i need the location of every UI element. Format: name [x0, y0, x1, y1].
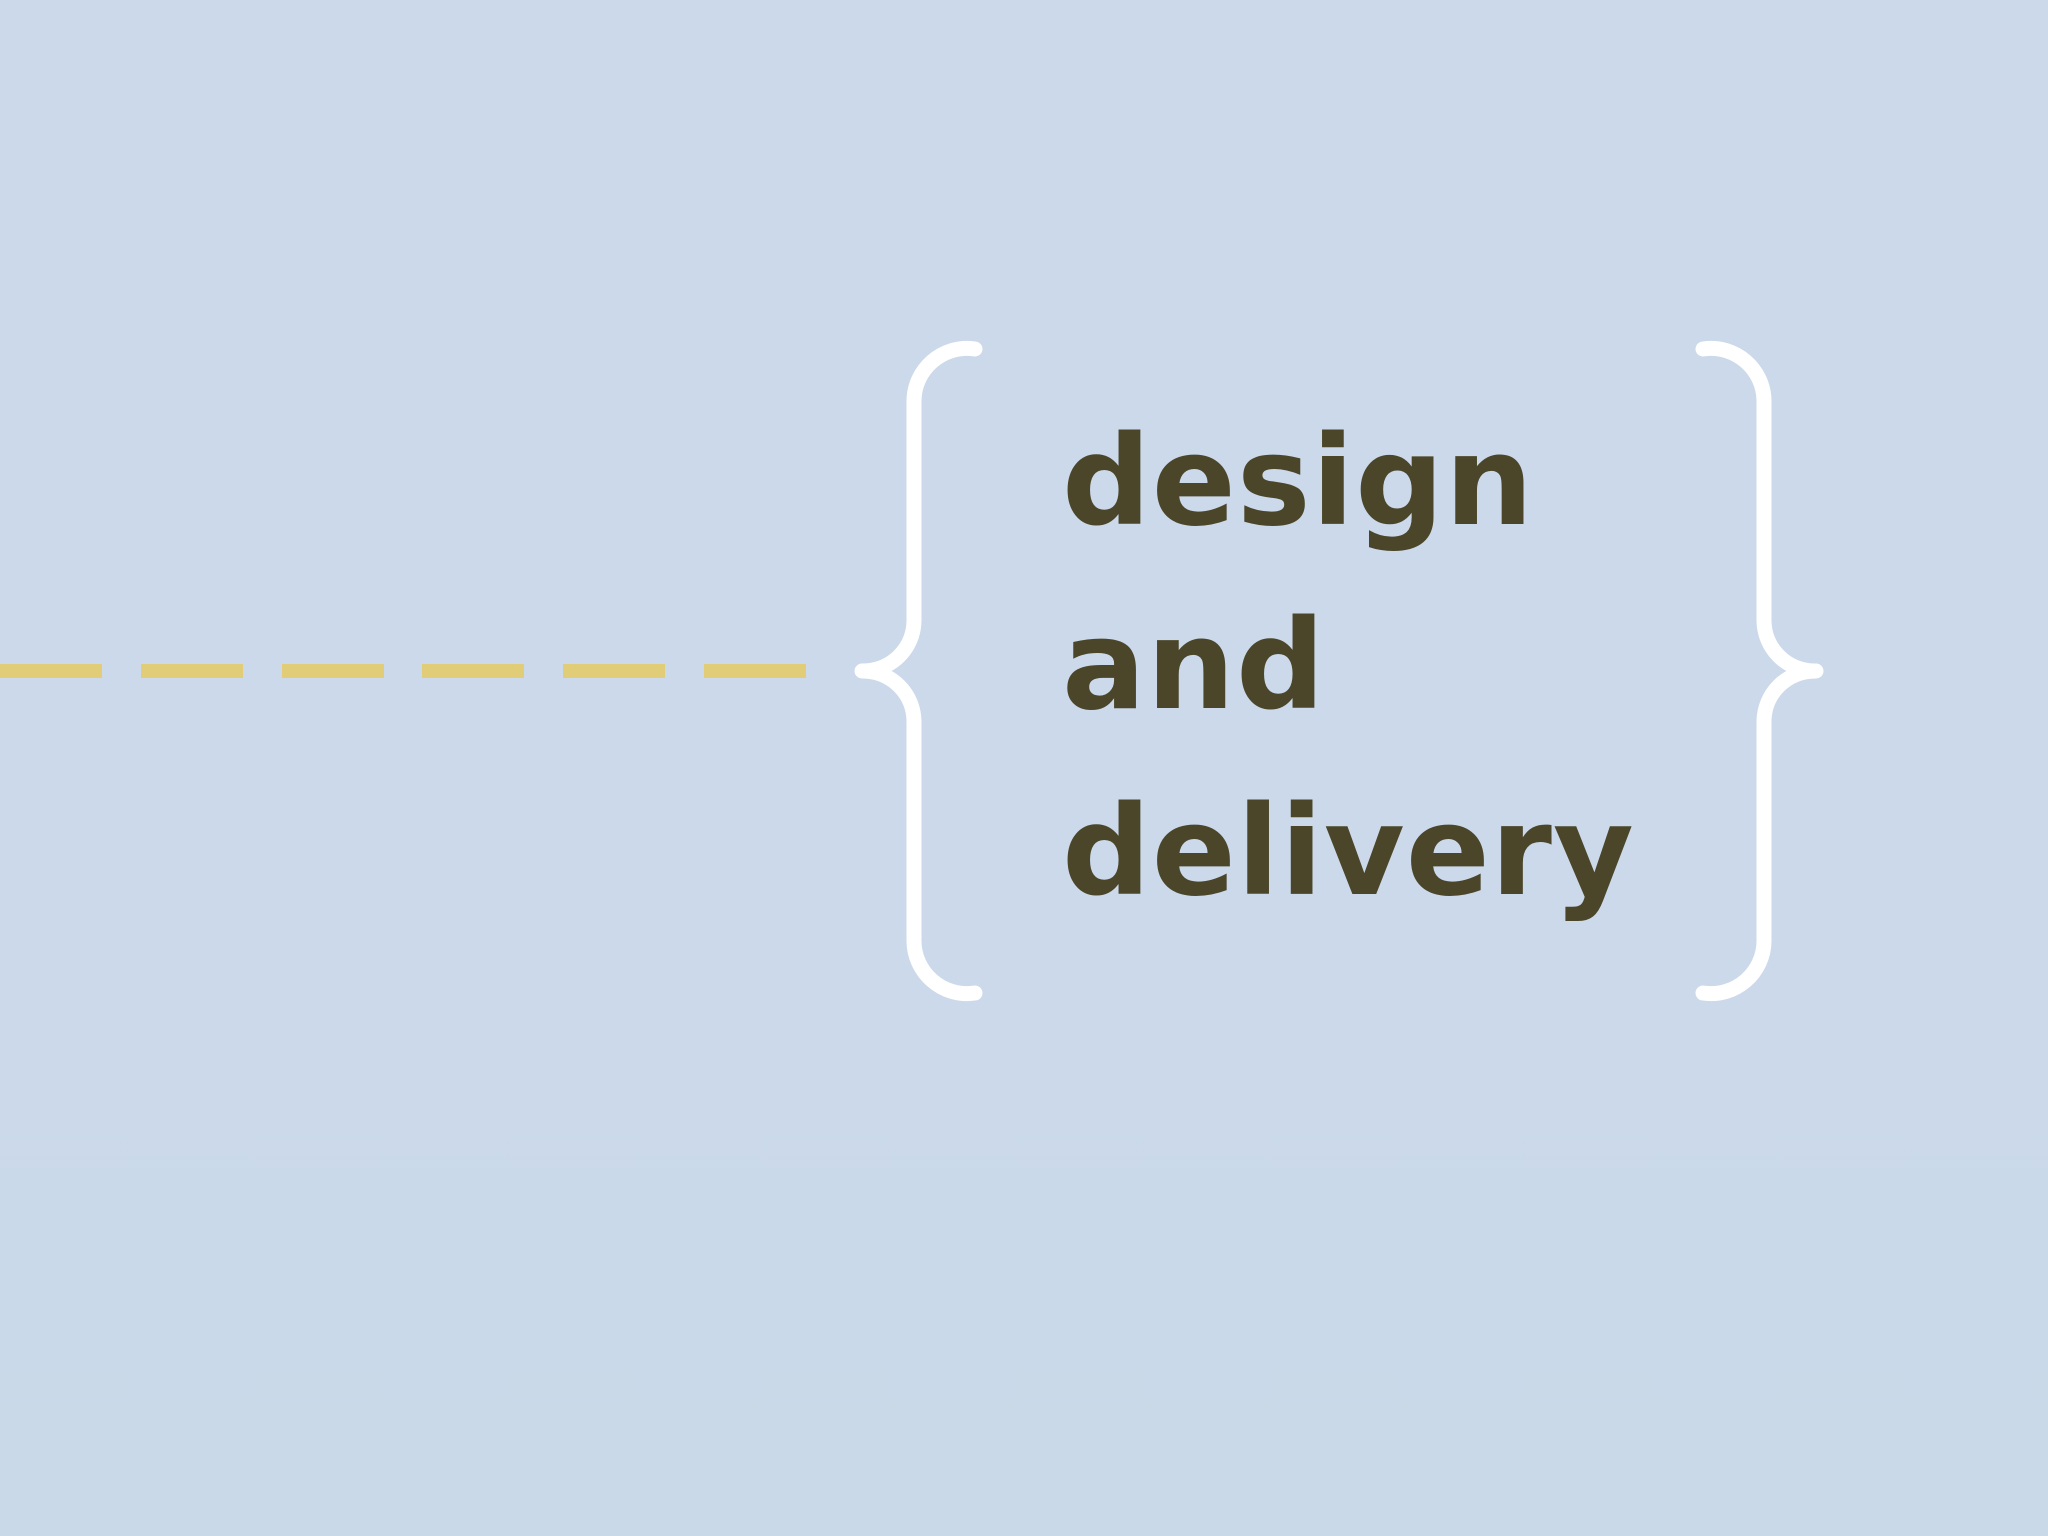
label-line-design: design — [1062, 410, 1535, 554]
right-curly-brace — [1695, 340, 1824, 1002]
label-line-and: and — [1062, 594, 1326, 738]
label-line-delivery: delivery — [1062, 780, 1635, 924]
left-curly-brace — [854, 340, 983, 1002]
